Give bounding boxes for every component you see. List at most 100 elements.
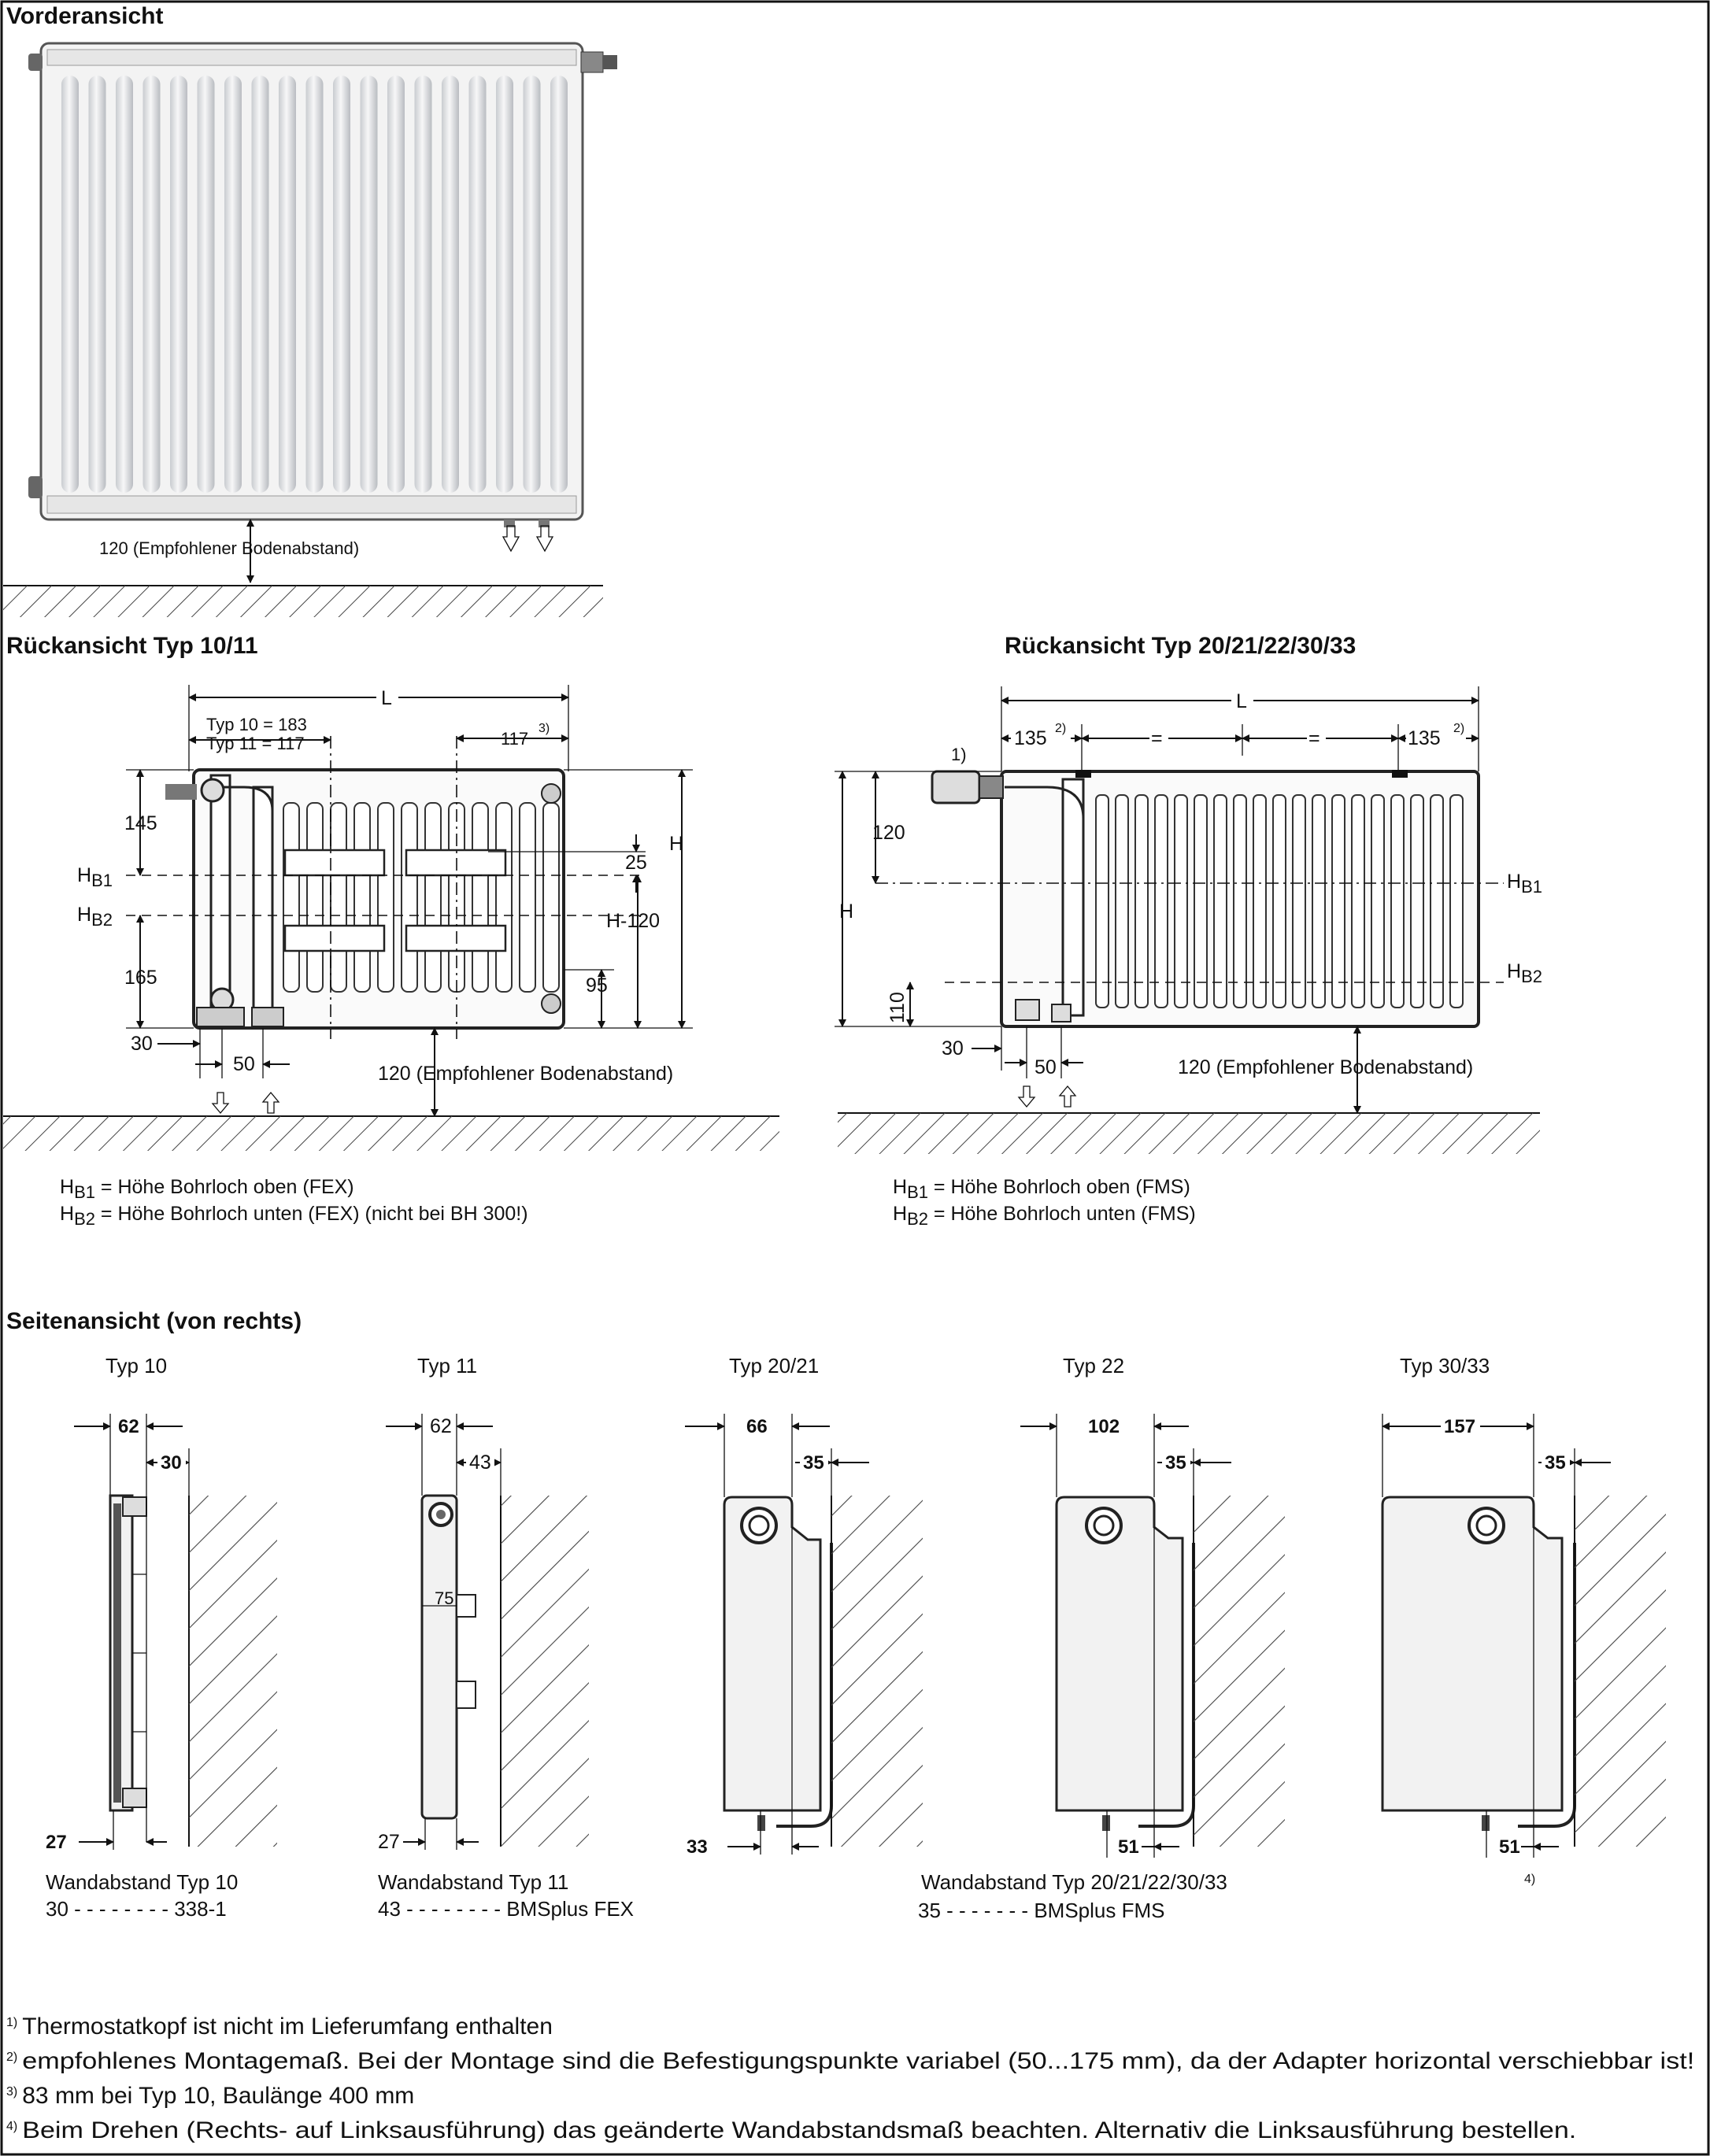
radiator-fin [496,76,513,493]
side-typ22-body [1055,1496,1184,1812]
radiator-fin [279,76,296,493]
side-typ11-wall [501,1496,589,1847]
front-vent-valve [28,54,43,71]
back-1011-legend2-prefix: H [60,1203,74,1225]
side-typ10-bottom: 27 [46,1832,67,1853]
back-2033-d135b: 135 [1408,727,1441,749]
back-2033-hb2-sub: B2 [1521,967,1542,986]
back-2033-d50: 50 [1035,1056,1057,1078]
wa10-line: 30 - - - - - - - - 338-1 [46,1897,227,1921]
back-1011-arrow-up-icon [261,1091,280,1114]
radiator-fin [495,802,513,993]
front-floor-hatch [3,586,603,617]
radiator-fin [401,802,418,993]
back-2033-d120: 120 [872,822,905,844]
radiator-fin [197,76,215,493]
back-view-20-33: Rückansicht Typ 20/21/22/30/33 L 135 2) … [835,633,1542,1229]
back-2033-d135a: 135 [1014,727,1047,749]
back-1011-d165: 165 [124,967,157,989]
radiator-fin [142,76,161,493]
back-1011-d117: 117 [501,729,528,749]
radiator-fin [88,76,106,493]
back-2033-floor-hatch [838,1113,1540,1154]
radiator-fin [305,76,324,493]
side-typ11-w: 62 [430,1415,452,1437]
radiator-fin [224,76,242,493]
back-1011-flow-arrows [211,1091,280,1115]
back-2033-hb1: H [1507,871,1521,893]
back-2033-L: L [1236,690,1247,712]
radiator-fin [1174,794,1188,1008]
radiator-fin [283,802,300,993]
side-typ11-gap: 43 [469,1452,491,1474]
radiator-fin [1233,794,1247,1008]
svg-text:1)Thermostatkopf ist nicht im: 1)Thermostatkopf ist nicht im Lieferumfa… [6,2014,553,2040]
back-1011-vent [200,778,225,803]
svg-text:HB2: HB2 [1507,960,1542,986]
side-typ2021-label: Typ 20/21 [729,1354,819,1378]
side-typ10-label: Typ 10 [105,1354,167,1378]
back-2033-legend2-text: = Höhe Bohrloch unten (FMS) [928,1203,1196,1225]
side-typ22: Typ 22 102 35 51 [1020,1354,1285,1858]
front-view: Vorderansicht 120 (Empfohlener Bodenabst… [3,3,617,617]
side-typ10-wall [189,1496,277,1847]
back-1011-legend2-text: = Höhe Bohrloch unten (FEX) (nicht bei B… [95,1203,528,1225]
back-1011-d25: 25 [625,852,647,874]
back-2033-thermostat-head [931,770,981,804]
radiator-fin [333,76,350,493]
side-typ22-bottom: 51 [1118,1836,1139,1858]
footnote-4-num: 4) [6,2120,17,2133]
back-1011-title: Rückansicht Typ 10/11 [6,633,258,659]
back-1011-d117-sup: 3) [539,722,550,735]
back-2033-d135a-sup: 2) [1055,722,1066,735]
svg-text:HB2 = Höhe Bohrloch unten (FEX: HB2 = Höhe Bohrloch unten (FEX) (nicht b… [60,1203,528,1229]
side-typ22-w: 102 [1088,1416,1120,1437]
radiator-fin [519,802,536,993]
radiator-fin [550,76,568,493]
side-views: Seitenansicht (von rechts) Typ 10 62 30 [6,1308,1666,1922]
svg-text:4)Beim Drehen (Rechts- auf Lin: 4) Beim Drehen (Rechts- auf Linksausführu… [6,2117,1576,2143]
side-typ11-mid: 75 [435,1588,453,1608]
back-1011-hb1-sub: B1 [91,871,113,890]
radiator-fin [542,802,560,993]
side-typ3033-gap: 35 [1545,1452,1566,1474]
back-2033-d30: 30 [942,1037,964,1060]
back-2033-eq2: = [1308,727,1320,749]
back-1011-pipe-right [252,786,274,1017]
back-1011-typ10: Typ 10 = 183 [206,715,307,734]
footnote-3-text: 83 mm bei Typ 10, Baulänge 400 mm [22,2083,414,2109]
back-1011-brackets [283,849,507,952]
wa20-line: 35 - - - - - - - BMSplus FMS [918,1899,1164,1922]
front-arrow-up-icon [502,525,520,553]
back-1011-legend1-text: = Höhe Bohrloch oben (FEX) [95,1176,354,1198]
back-2033-arrow-up-icon [1058,1085,1077,1108]
footnote-4-text: Beim Drehen (Rechts- auf Linksausführung… [22,2117,1576,2143]
back-2033-eq1: = [1151,727,1163,749]
back-2033-title: Rückansicht Typ 20/21/22/30/33 [1005,633,1356,659]
back-2033-hb2: H [1507,960,1521,982]
svg-text:HB1 = Höhe Bohrloch oben (FMS): HB1 = Höhe Bohrloch oben (FMS) [893,1176,1190,1202]
back-1011-floor-hatch [3,1116,779,1151]
svg-text:2)empfohlenes Montagemaß. Bei: 2)empfohlenes Montagemaß. Bei der Montag… [6,2048,1694,2074]
back-1011-legend2-sub: B2 [74,1209,95,1229]
svg-text:HB1: HB1 [1507,871,1542,897]
back-1011-typ11: Typ 11 = 117 [206,734,305,753]
back-2033-legend1-sub: B1 [907,1182,928,1202]
svg-text:HB1: HB1 [77,864,113,890]
front-drain-plug [28,476,43,498]
side-typ2021-gap: 35 [803,1452,824,1474]
radiator-fin [116,76,133,493]
side-typ3033-label: Typ 30/33 [1400,1354,1490,1378]
front-radiator-bottom-rail [46,495,577,514]
back-2033-hb1-sub: B1 [1521,877,1542,897]
footnote-1-text: Thermostatkopf ist nicht im Lieferumfang… [22,2014,553,2040]
front-radiator-top-grille [46,49,577,66]
back-2033-floor-label: 120 (Empfohlener Bodenabstand) [1178,1056,1473,1078]
back-2033-d135b-sup: 2) [1453,722,1464,735]
side-typ2021-body [723,1496,822,1812]
radiator-fin [1371,794,1385,1008]
side-typ11-bottom: 27 [378,1831,400,1853]
side-typ10-w: 62 [118,1416,139,1437]
